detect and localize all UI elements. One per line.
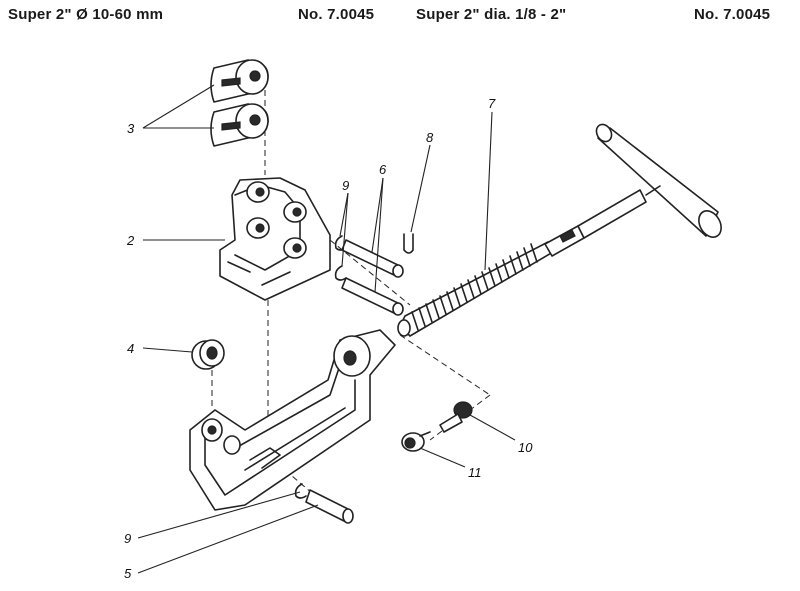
header-right-number: No. 7.0045 bbox=[694, 6, 771, 23]
leader-lines bbox=[137, 84, 516, 574]
header-left-number: No. 7.0045 bbox=[298, 6, 375, 23]
callout-6: 6 bbox=[379, 162, 387, 177]
pin-lower-axle bbox=[305, 489, 354, 524]
spindle-thread bbox=[411, 243, 538, 331]
callout-9-lower: 9 bbox=[124, 531, 131, 546]
roller-carrier bbox=[219, 177, 331, 301]
roller-lower bbox=[210, 103, 269, 147]
callout-11: 11 bbox=[468, 465, 482, 480]
callout-9-upper: 9 bbox=[342, 178, 349, 193]
callout-2: 2 bbox=[126, 233, 135, 248]
callout-5: 5 bbox=[124, 566, 132, 581]
callout-3: 3 bbox=[127, 121, 135, 136]
header-right-title: Super 2" dia. 1/8 - 2" bbox=[416, 6, 567, 23]
spindle-with-t-handle bbox=[399, 123, 722, 337]
cutting-wheel bbox=[191, 339, 225, 370]
callout-8: 8 bbox=[426, 130, 434, 145]
header-left-title: Super 2" Ø 10-60 mm bbox=[8, 6, 164, 23]
cutter-frame bbox=[189, 329, 396, 511]
callout-7: 7 bbox=[488, 96, 496, 111]
circlip-lower bbox=[294, 483, 307, 499]
spindle-washer bbox=[397, 319, 411, 337]
callout-10: 10 bbox=[518, 440, 533, 455]
callout-labels: 3 2 4 9 6 8 7 10 11 9 5 bbox=[124, 96, 533, 581]
roller-upper bbox=[210, 59, 269, 103]
spring-clip bbox=[403, 233, 414, 254]
nut bbox=[401, 431, 431, 452]
assembly-lines bbox=[211, 90, 491, 501]
adjusting-screw bbox=[439, 401, 473, 433]
pin-lower bbox=[341, 277, 404, 316]
callout-4: 4 bbox=[127, 341, 134, 356]
